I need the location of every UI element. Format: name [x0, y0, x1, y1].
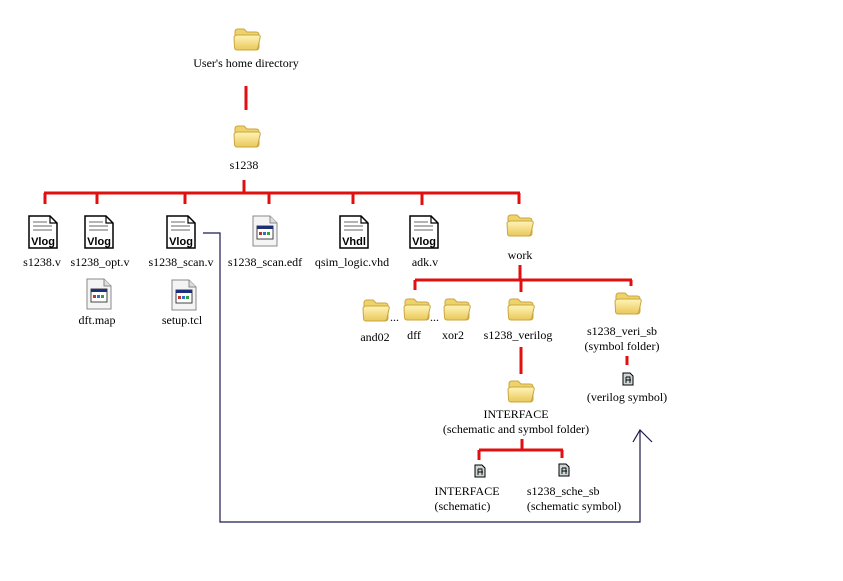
- node-label: s1238: [229, 158, 259, 172]
- folder-icon[interactable]: [233, 125, 261, 148]
- node-label: s1238_veri_sb: [586, 324, 657, 338]
- node-label: setup.tcl: [161, 313, 203, 327]
- node-label: dff: [407, 328, 421, 342]
- node-xor2-label: xor2: [442, 328, 464, 343]
- node-label: dft.map: [78, 313, 116, 327]
- node-label: and02: [360, 330, 390, 344]
- node-label: xor2: [442, 328, 464, 342]
- tree-lines: [43, 86, 633, 460]
- node-label: s1238_opt.v: [70, 255, 130, 269]
- vlog-file-icon[interactable]: Vlog: [166, 215, 196, 249]
- node-label: qsim_logic.vhd: [314, 255, 390, 269]
- node-work-label: work: [508, 248, 533, 263]
- node-s1238-label: s1238: [230, 158, 259, 173]
- node-verilog_symbol-label: (verilog symbol): [587, 390, 667, 405]
- folder-icon[interactable]: [614, 292, 642, 315]
- vhdl-file-icon[interactable]: Vhdl: [339, 215, 369, 249]
- folder-icon[interactable]: [507, 298, 535, 321]
- arrow-head-icon: [632, 429, 653, 443]
- node-s1238_scan_edf-label: s1238_scan.edf: [228, 255, 302, 270]
- node-interface_folder-label: INTERFACE (schematic and symbol folder): [443, 407, 589, 437]
- folder-icon[interactable]: [233, 28, 261, 51]
- symbol-file-icon[interactable]: [558, 463, 570, 477]
- app-file-icon[interactable]: [171, 279, 197, 311]
- symbol-file-icon[interactable]: [474, 464, 486, 478]
- node-label: s1238_scan.edf: [227, 255, 303, 269]
- link-arrow: [203, 232, 653, 523]
- node-interface_schematic-label: INTERFACE (schematic): [434, 484, 499, 514]
- node-s1238_v-label: s1238.v: [23, 255, 61, 270]
- node-s1238_opt_v-label: s1238_opt.v: [70, 255, 129, 270]
- node-sublabel: (schematic): [434, 499, 491, 513]
- folder-icon[interactable]: [506, 214, 534, 237]
- app-file-icon[interactable]: [86, 278, 112, 310]
- symbol-file-icon[interactable]: [622, 372, 634, 386]
- svg-text:Vlog: Vlog: [87, 236, 111, 248]
- svg-text:Vlog: Vlog: [412, 236, 436, 248]
- node-label: s1238.v: [23, 255, 61, 269]
- folder-icon[interactable]: [362, 299, 390, 322]
- vlog-file-icon[interactable]: Vlog: [84, 215, 114, 249]
- svg-text:Vhdl: Vhdl: [342, 236, 366, 248]
- node-label: (verilog symbol): [586, 390, 668, 404]
- ellipsis: ...: [430, 310, 439, 324]
- node-sublabel: (symbol folder): [584, 339, 660, 353]
- node-s1238_verilog-label: s1238_verilog: [484, 328, 553, 343]
- node-sublabel: (schematic and symbol folder): [442, 422, 590, 436]
- link-arrow-path: [203, 232, 641, 523]
- vlog-file-icon[interactable]: Vlog: [409, 215, 439, 249]
- vlog-file-icon[interactable]: Vlog: [28, 215, 58, 249]
- app-file-icon[interactable]: [252, 215, 278, 247]
- node-s1238_sche_sb-label: s1238_sche_sb (schematic symbol): [527, 484, 621, 514]
- node-adk_v-label: adk.v: [412, 255, 438, 270]
- ellipsis: ...: [390, 310, 399, 324]
- node-label: User's home directory: [193, 56, 299, 70]
- node-and02-label: and02: [360, 330, 389, 345]
- svg-text:Vlog: Vlog: [169, 236, 193, 248]
- node-label: s1238_verilog: [483, 328, 553, 342]
- node-s1238_veri_sb-label: s1238_veri_sb (symbol folder): [585, 324, 660, 354]
- node-label: INTERFACE: [483, 407, 549, 421]
- node-setup_tcl-label: setup.tcl: [162, 313, 202, 328]
- folder-icon[interactable]: [403, 298, 431, 321]
- node-label: s1238_sche_sb: [526, 484, 600, 498]
- node-label: INTERFACE: [434, 484, 500, 498]
- node-label: s1238_scan.v: [148, 255, 214, 269]
- folder-icon[interactable]: [507, 380, 535, 403]
- node-dft_map-label: dft.map: [79, 313, 116, 328]
- node-label: work: [507, 248, 533, 262]
- node-home-label: User's home directory: [193, 56, 298, 71]
- node-sublabel: (schematic symbol): [526, 499, 622, 513]
- svg-text:Vlog: Vlog: [31, 236, 55, 248]
- node-s1238_scan_v-label: s1238_scan.v: [149, 255, 214, 270]
- node-label: adk.v: [411, 255, 439, 269]
- folder-icon[interactable]: [443, 298, 471, 321]
- node-dff-label: dff: [407, 328, 421, 343]
- node-qsim_logic_vhd-label: qsim_logic.vhd: [315, 255, 389, 270]
